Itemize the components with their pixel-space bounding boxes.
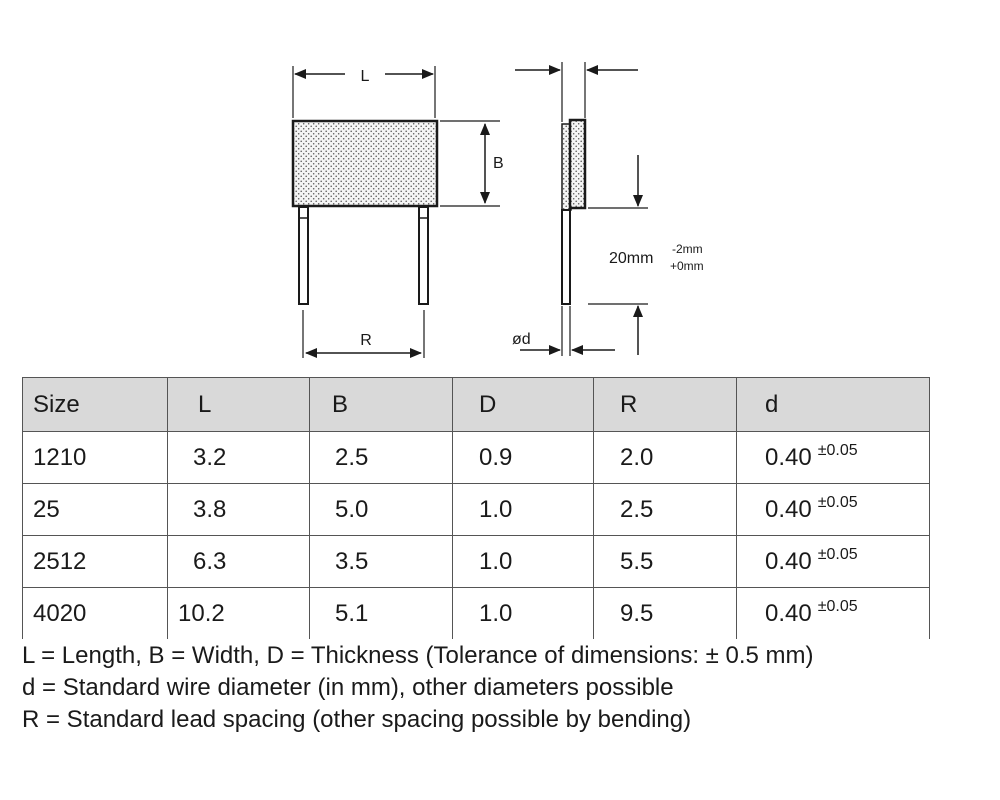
side-view: 20mm -2mm +0mm ød: [512, 62, 704, 356]
header-b: B: [309, 377, 453, 432]
cell-size: 25: [22, 483, 168, 536]
cell-l: 6.3: [167, 535, 310, 588]
left-lead: [298, 206, 309, 305]
note-line: d = Standard wire diameter (in mm), othe…: [22, 674, 674, 701]
cell-dia: 0.40 ±0.05: [736, 431, 930, 484]
header-size: Size: [22, 377, 168, 432]
cell-b: 2.5: [309, 431, 453, 484]
cell-dia: 0.40 ±0.05: [736, 587, 930, 639]
cell-d: 1.0: [452, 535, 594, 588]
table-row: 25 3.8 5.0 1.0 2.5 0.40 ±0.05: [22, 483, 930, 536]
cell-r: 2.0: [593, 431, 737, 484]
cell-b: 5.0: [309, 483, 453, 536]
table-row: 4020 10.2 5.1 1.0 9.5 0.40 ±0.05: [22, 587, 930, 639]
width-label: B: [493, 155, 504, 172]
side-body: [568, 118, 587, 210]
cell-d: 0.9: [452, 431, 594, 484]
header-d: D: [452, 377, 594, 432]
table-header-row: Size L B D R d: [22, 377, 930, 432]
cell-l: 10.2: [167, 587, 310, 639]
cell-size: 2512: [22, 535, 168, 588]
dia-value: 0.40: [765, 443, 812, 471]
dia-value: 0.40: [765, 599, 812, 627]
lead-length-tol-upper: -2mm: [672, 242, 703, 256]
dia-value: 0.40: [765, 495, 812, 523]
lead-length-label: 20mm: [609, 250, 653, 267]
dia-value: 0.40: [765, 547, 812, 575]
cell-r: 9.5: [593, 587, 737, 639]
cell-b: 5.1: [309, 587, 453, 639]
cell-r: 5.5: [593, 535, 737, 588]
cell-dia: 0.40 ±0.05: [736, 535, 930, 588]
dia-tolerance: ±0.05: [817, 597, 858, 615]
dimension-notes: L = Length, B = Width, D = Thickness (To…: [22, 640, 814, 736]
header-l: L: [167, 377, 310, 432]
cell-d: 1.0: [452, 587, 594, 639]
front-view: L B R: [291, 66, 504, 358]
note-line: L = Length, B = Width, D = Thickness (To…: [22, 642, 814, 669]
cell-size: 1210: [22, 431, 168, 484]
dia-tolerance: ±0.05: [817, 493, 858, 511]
header-r: R: [593, 377, 737, 432]
table-row: 2512 6.3 3.5 1.0 5.5 0.40 ±0.05: [22, 535, 930, 588]
cell-b: 3.5: [309, 535, 453, 588]
right-lead: [418, 206, 429, 305]
cell-size: 4020: [22, 587, 168, 639]
cell-r: 2.5: [593, 483, 737, 536]
side-lead: [561, 209, 571, 305]
note-line: R = Standard lead spacing (other spacing…: [22, 706, 692, 733]
length-label: L: [361, 68, 370, 85]
dimensions-table: Size L B D R d 1210 3.2 2.5 0.9 2.0 0.40…: [22, 377, 930, 639]
component-body: [291, 119, 439, 208]
spacing-label: R: [360, 332, 372, 349]
cell-d: 1.0: [452, 483, 594, 536]
table-row: 1210 3.2 2.5 0.9 2.0 0.40 ±0.05: [22, 431, 930, 484]
cell-l: 3.8: [167, 483, 310, 536]
dia-tolerance: ±0.05: [817, 545, 858, 563]
dia-tolerance: ±0.05: [817, 441, 858, 459]
header-dia: d: [736, 377, 930, 432]
component-dimension-drawing: L B R 20mm -2mm +0mm ød: [291, 62, 704, 358]
cell-l: 3.2: [167, 431, 310, 484]
diameter-label: ød: [512, 331, 531, 348]
cell-dia: 0.40 ±0.05: [736, 483, 930, 536]
lead-length-tol-lower: +0mm: [670, 259, 704, 273]
